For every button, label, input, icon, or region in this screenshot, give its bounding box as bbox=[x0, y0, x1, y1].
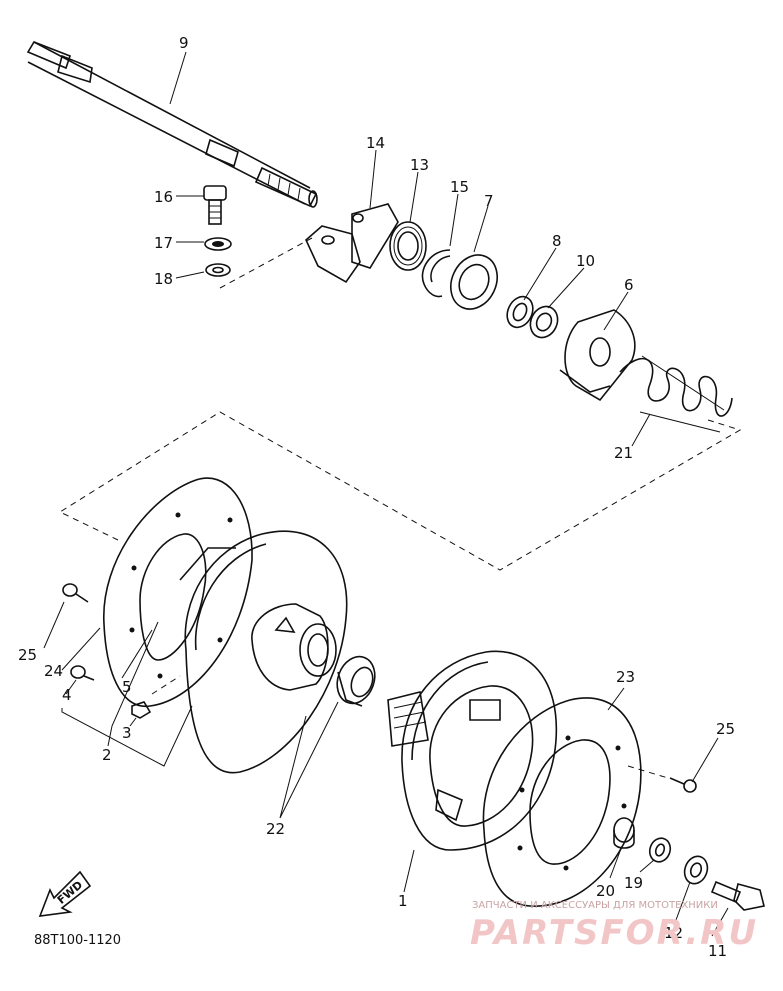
label-part-2: 2 bbox=[102, 746, 112, 764]
label-part-24: 24 bbox=[44, 662, 63, 680]
assembly-line-upper bbox=[58, 237, 742, 571]
shaft-part bbox=[26, 41, 318, 208]
label-part-14: 14 bbox=[366, 134, 385, 152]
label-part-23: 23 bbox=[616, 668, 635, 686]
label-part-10: 10 bbox=[576, 252, 595, 270]
circlip-8 bbox=[506, 295, 534, 329]
washer-18 bbox=[205, 263, 231, 277]
label-part-21: 21 bbox=[614, 444, 633, 462]
label-part-1: 1 bbox=[398, 892, 408, 910]
drawing-code: 88T100-1120 bbox=[34, 933, 121, 948]
label-part-12: 12 bbox=[664, 924, 683, 942]
label-part-7: 7 bbox=[484, 192, 494, 210]
lock-washer-17 bbox=[204, 237, 232, 251]
label-part-22: 22 bbox=[266, 820, 285, 838]
label-part-11: 11 bbox=[708, 942, 727, 960]
label-part-19: 19 bbox=[624, 874, 643, 892]
label-part-16: 16 bbox=[154, 188, 173, 206]
label-part-17: 17 bbox=[154, 234, 173, 252]
part-labels: 9 14 13 15 7 8 10 6 21 16 17 18 25 24 4 … bbox=[18, 34, 735, 960]
watermark-brand: PARTSFOR.RU bbox=[470, 913, 758, 953]
label-part-8: 8 bbox=[552, 232, 562, 250]
label-part-25-left: 25 bbox=[18, 646, 37, 664]
label-part-20: 20 bbox=[596, 882, 615, 900]
circlip-15 bbox=[421, 249, 451, 298]
label-part-15: 15 bbox=[450, 178, 469, 196]
cam-6 bbox=[559, 309, 636, 402]
washer-10 bbox=[529, 305, 559, 339]
bearing-13 bbox=[389, 221, 427, 271]
washer-19 bbox=[648, 837, 672, 863]
washer-12 bbox=[683, 855, 709, 885]
bolt-25-left bbox=[62, 583, 89, 603]
bolt-11 bbox=[710, 880, 765, 911]
leader-lines bbox=[43, 51, 729, 937]
label-part-3: 3 bbox=[122, 724, 132, 742]
label-part-13: 13 bbox=[410, 156, 429, 174]
bolt-25-right bbox=[669, 777, 697, 793]
label-part-6: 6 bbox=[624, 276, 634, 294]
cover-plate-23 bbox=[482, 697, 642, 907]
watermark: ЗАПЧАСТИ И АКСЕССУАРЫ ДЛЯ МОТОТЕХНИКИ PA… bbox=[470, 900, 758, 953]
collar-20 bbox=[613, 817, 635, 849]
label-part-9: 9 bbox=[179, 34, 189, 52]
sheave-plate-24 bbox=[103, 477, 253, 707]
fixed-sheave-disc bbox=[179, 530, 348, 774]
label-part-25-right: 25 bbox=[716, 720, 735, 738]
fwd-arrow-icon: FWD bbox=[38, 870, 92, 917]
label-part-5: 5 bbox=[122, 678, 132, 696]
spring-21 bbox=[619, 355, 733, 433]
label-part-18: 18 bbox=[154, 270, 173, 288]
bolt-16 bbox=[203, 185, 227, 225]
movable-sheave-1 bbox=[387, 650, 558, 851]
bushing-22 bbox=[336, 655, 376, 707]
label-part-4: 4 bbox=[62, 686, 72, 704]
bolt-4 bbox=[70, 665, 95, 681]
watermark-caption: ЗАПЧАСТИ И АКСЕССУАРЫ ДЛЯ МОТОТЕХНИКИ bbox=[472, 900, 718, 911]
bearing-holder-14 bbox=[305, 203, 399, 284]
nut-3 bbox=[131, 701, 152, 719]
washer-7 bbox=[450, 254, 498, 310]
